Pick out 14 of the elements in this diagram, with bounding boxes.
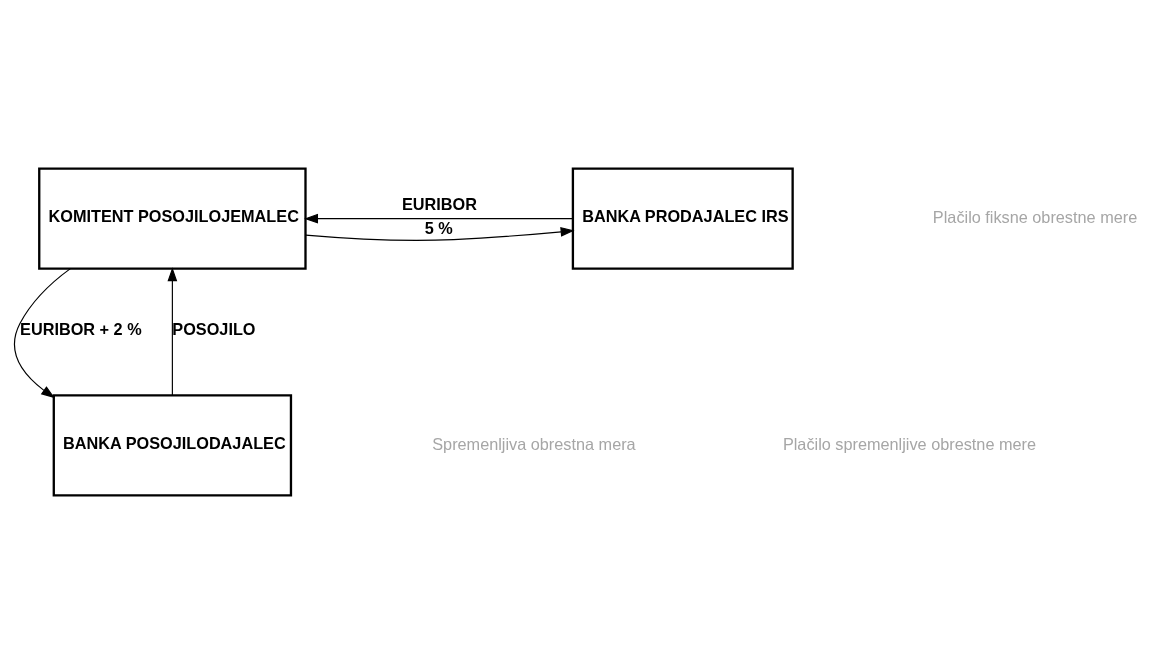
node-box: KOMITENT POSOJILOJEMALEC bbox=[38, 167, 307, 270]
label: Spremenljiva obrestna mera bbox=[432, 434, 636, 453]
edge-label: EURIBOR bbox=[402, 194, 478, 213]
arrow bbox=[167, 267, 178, 396]
edge-label: POSOJILO bbox=[172, 320, 256, 339]
label: Plačilo fiksne obrestne mere bbox=[932, 207, 1138, 226]
arrow bbox=[13, 268, 71, 399]
node-box: BANKA PRODAJALEC IRS bbox=[571, 167, 794, 270]
label: Plačilo spremenljive obrestne mere bbox=[782, 434, 1037, 453]
arrow bbox=[304, 213, 574, 224]
node-box: BANKA POSOJILODAJALEC bbox=[52, 394, 293, 497]
edge-label: EURIBOR + 2 % bbox=[20, 320, 142, 339]
arrow bbox=[305, 227, 575, 241]
edge-label: 5 % bbox=[424, 218, 453, 237]
